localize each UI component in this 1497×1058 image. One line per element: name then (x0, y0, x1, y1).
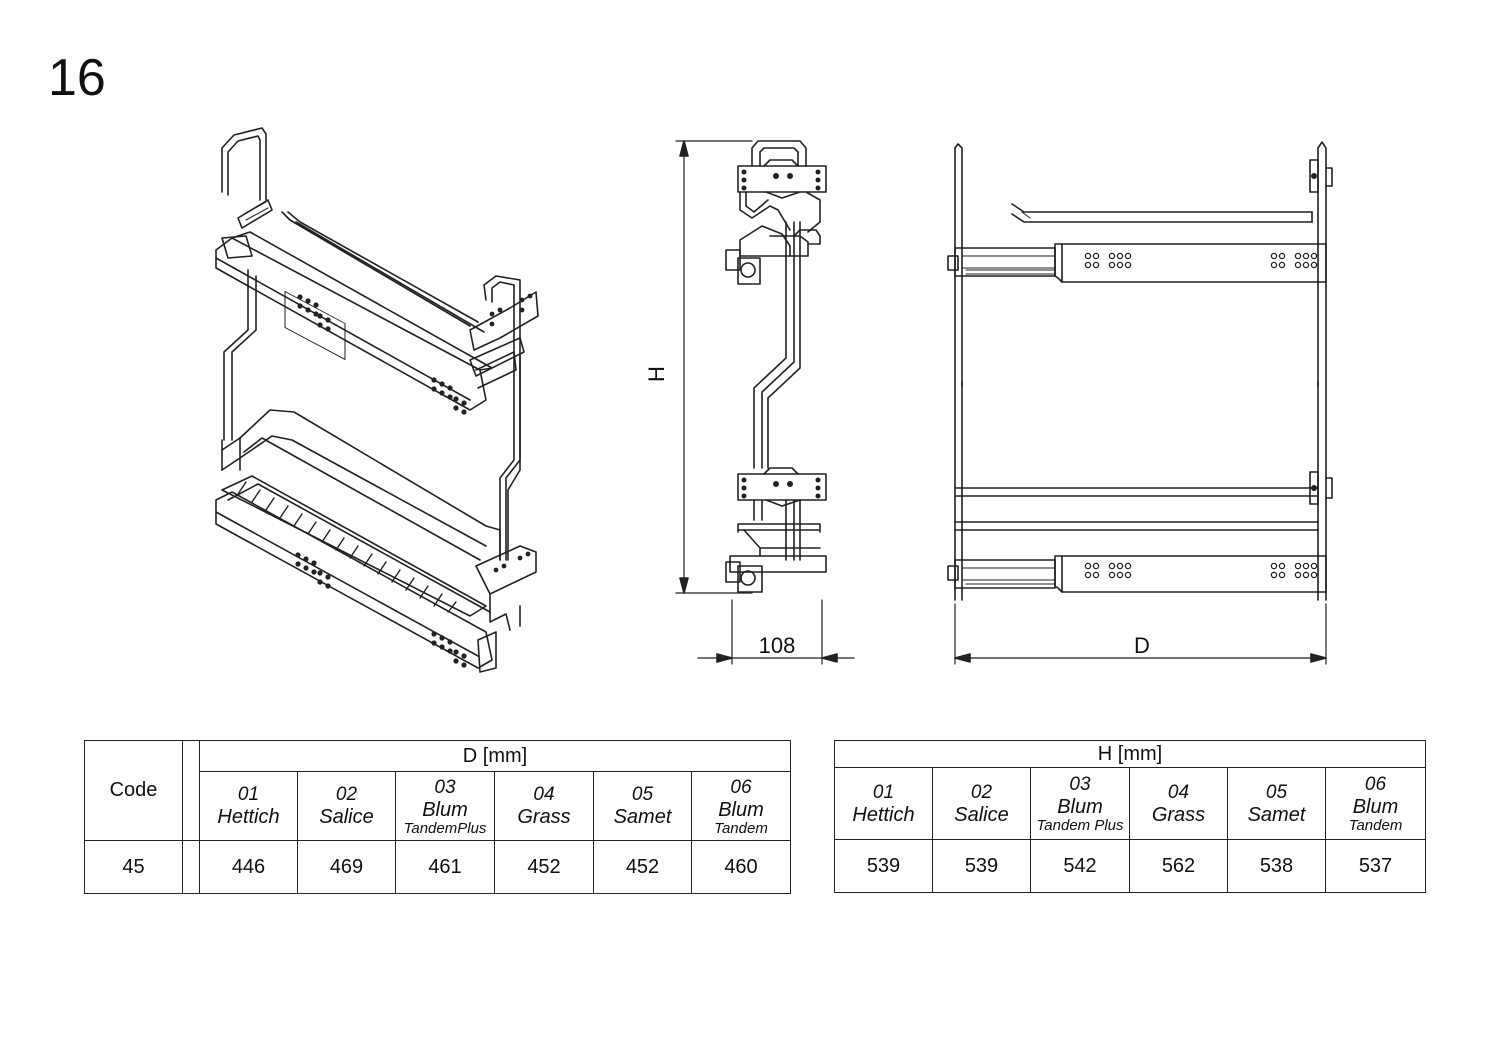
table-cell: 562 (1129, 839, 1228, 893)
front-view (947, 141, 1333, 665)
dimension-h-label: H (644, 366, 669, 382)
page-number: 16 (48, 49, 106, 107)
table-cell: 539 (932, 839, 1031, 893)
depth-group-header: D [mm] (199, 740, 791, 772)
table-cell: 452 (593, 840, 692, 894)
table-cell: 446 (199, 840, 298, 894)
isometric-view (215, 127, 539, 673)
side-view (675, 140, 855, 665)
table-cell: 539 (834, 839, 933, 893)
height-group-header: H [mm] (834, 740, 1426, 768)
spacer-cell (182, 840, 200, 894)
table-cell: 542 (1030, 839, 1130, 893)
dimension-d-label: D (1134, 633, 1150, 658)
code-header: Code (84, 740, 183, 841)
dimension-width-label: 108 (759, 633, 796, 658)
table-cell: 537 (1325, 839, 1426, 893)
table-cell: 469 (297, 840, 396, 894)
code-cell: 45 (84, 840, 183, 894)
table-cell: 452 (494, 840, 594, 894)
technical-drawing: H 108 D (215, 127, 1333, 673)
table-cell: 461 (395, 840, 495, 894)
table-cell: 538 (1227, 839, 1326, 893)
spacer-cell (182, 740, 200, 841)
table-cell: 460 (691, 840, 791, 894)
